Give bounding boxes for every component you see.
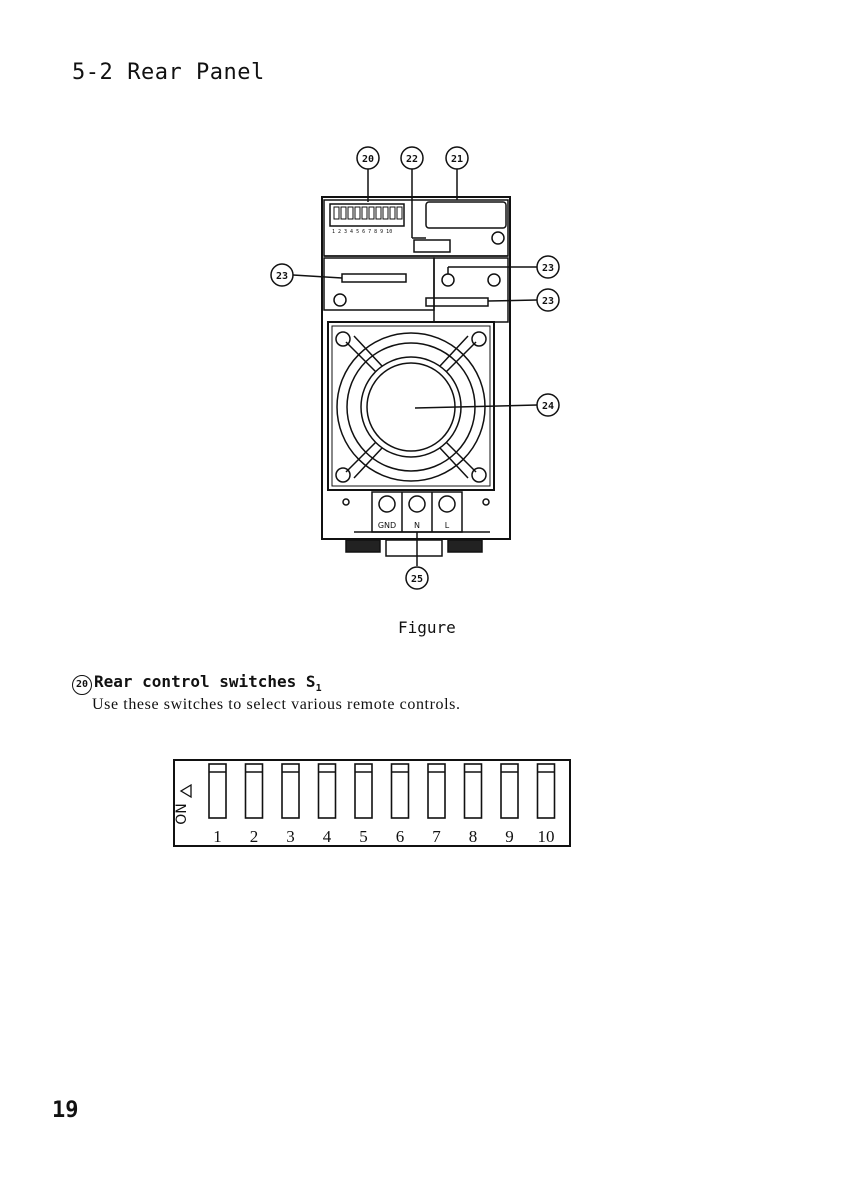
item-description: Use these switches to select various rem… xyxy=(92,696,461,714)
callout-25-label: 25 xyxy=(411,574,423,585)
mini-switch-numbers: 1 2 3 4 5 6 7 8 9 10 xyxy=(332,229,392,235)
callout-24 xyxy=(415,394,559,416)
dip-toggle-3 xyxy=(282,764,299,818)
item-title-text: Rear control switches S xyxy=(94,672,316,691)
dip-toggle-6 xyxy=(392,764,409,818)
dip-toggle-2 xyxy=(246,764,263,818)
dip-position-label: 7 xyxy=(432,827,441,846)
dip-position-label: 2 xyxy=(250,827,259,846)
dip-toggle-7 xyxy=(428,764,445,818)
item-title-subscript: 1 xyxy=(316,683,322,694)
connector-21 xyxy=(426,202,506,228)
dip-position-label: 8 xyxy=(469,827,478,846)
on-arrow-icon xyxy=(181,785,191,797)
dip-position-label: 1 xyxy=(213,827,222,846)
dip-toggle-1 xyxy=(209,764,226,818)
dip-position-label: 9 xyxy=(505,827,514,846)
item-number: 20 xyxy=(72,675,92,695)
figure-caption: Figure xyxy=(398,618,456,637)
dip-switch-diagram: 1 2 3 4 5 6 7 8 9 10 ON xyxy=(172,758,572,850)
dip-position-label: 3 xyxy=(286,827,295,846)
panel-body xyxy=(322,197,510,539)
callout-23-right-top-label: 23 xyxy=(542,263,554,274)
section-heading: 5-2 Rear Panel xyxy=(72,60,279,85)
dip-toggle-10 xyxy=(538,764,555,818)
callout-22-label: 22 xyxy=(406,154,418,165)
page-number: 19 xyxy=(52,1098,79,1123)
callout-23-left-label: 23 xyxy=(276,271,288,282)
connector-22 xyxy=(414,240,450,252)
callout-24-label: 24 xyxy=(542,401,554,412)
section-number: 5-2 xyxy=(72,60,113,85)
terminal-n-label: N xyxy=(414,521,420,530)
dip-on-label: ON xyxy=(174,803,190,825)
dip-position-label: 6 xyxy=(396,827,405,846)
section-title: Rear Panel xyxy=(127,60,264,85)
rear-panel-figure: 20 22 21 23 23 23 24 25 1 2 3 4 5 6 7 8 … xyxy=(250,140,590,600)
dip-toggle-9 xyxy=(501,764,518,818)
slot-left xyxy=(342,274,406,282)
callout-20-label: 20 xyxy=(362,154,374,165)
callout-21-label: 21 xyxy=(451,154,463,165)
slot-right xyxy=(426,298,488,306)
dip-position-label: 4 xyxy=(323,827,332,846)
dip-position-label: 10 xyxy=(538,827,555,846)
dip-position-label: 5 xyxy=(359,827,368,846)
dip-toggle-4 xyxy=(319,764,336,818)
terminal-l-label: L xyxy=(445,521,450,530)
dip-toggle-5 xyxy=(355,764,372,818)
dip-toggle-8 xyxy=(465,764,482,818)
callout-23-right-bottom-label: 23 xyxy=(542,296,554,307)
terminal-gnd-label: GND xyxy=(378,521,396,530)
